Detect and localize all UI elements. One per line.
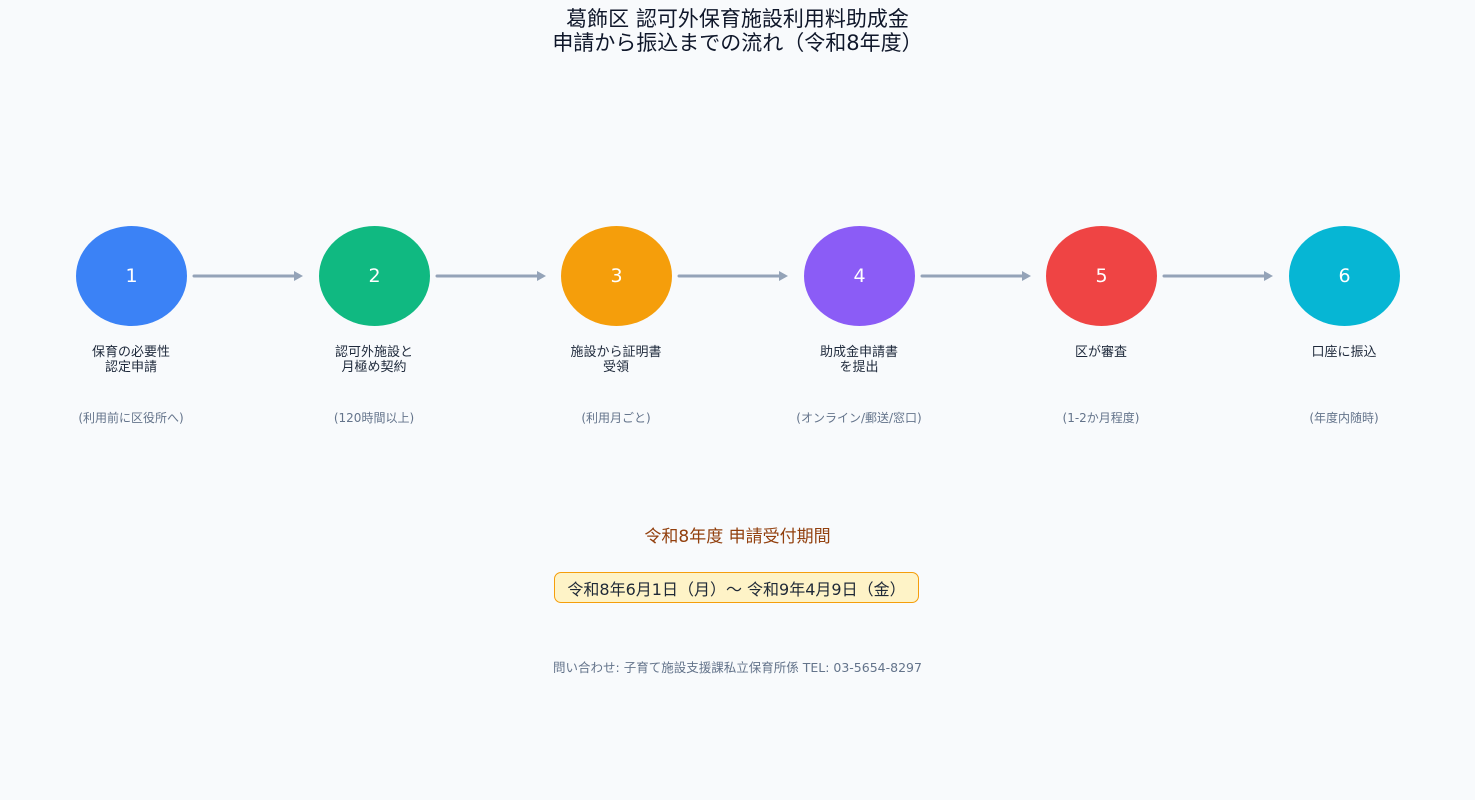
step-3-number: 3 — [610, 265, 623, 287]
step-4-number: 4 — [853, 265, 866, 287]
step-4-label-line1: 助成金申請書 — [819, 345, 898, 360]
step-6-circle: 6 — [1289, 226, 1400, 326]
step-1-label: 保育の必要性認定申請 — [31, 345, 231, 375]
step-6-label-line1: 口座に振込 — [1311, 345, 1377, 360]
step-5-circle: 5 — [1046, 226, 1157, 326]
step-6-number: 6 — [1338, 265, 1351, 287]
step-1-circle: 1 — [76, 226, 187, 326]
arrow-5-to-6 — [1162, 271, 1273, 281]
arrow-4-to-5 — [920, 271, 1031, 281]
step-1-number: 1 — [125, 265, 138, 287]
contact-info: 問い合わせ: 子育て施設支援課私立保育所係 TEL: 03-5654-8297 — [553, 660, 922, 675]
diagram-title-line2: 申請から振込までの流れ（令和8年度） — [552, 31, 923, 55]
step-5-note: (1-2か月程度) — [1062, 411, 1140, 425]
step-4-label: 助成金申請書を提出 — [759, 345, 959, 375]
step-2-number: 2 — [368, 265, 381, 287]
period-range-box: 令和8年6月1日（月）〜 令和9年4月9日（金） — [554, 572, 919, 603]
step-5-label-line1: 区が審査 — [1074, 345, 1127, 360]
step-3-label-line2: 受領 — [602, 360, 629, 375]
step-4-note: (オンライン/郵送/窓口) — [796, 411, 922, 425]
step-1-label-line2: 認定申請 — [104, 360, 157, 375]
step-3-note: (利用月ごと) — [581, 411, 651, 425]
step-6-note: (年度内随時) — [1309, 411, 1379, 425]
step-2-note: (120時間以上) — [333, 411, 415, 425]
step-3-label: 施設から証明書受領 — [516, 345, 716, 375]
step-5-label: 区が審査 — [1001, 345, 1201, 360]
step-3-circle: 3 — [561, 226, 672, 326]
step-6-label: 口座に振込 — [1244, 345, 1444, 360]
arrow-3-to-4 — [677, 271, 788, 281]
period-range: 令和8年6月1日（月）〜 令和9年4月9日（金） — [567, 579, 906, 599]
step-3-label-line1: 施設から証明書 — [570, 345, 662, 360]
step-4-label-line2: を提出 — [839, 360, 879, 375]
step-5-number: 5 — [1095, 265, 1108, 287]
arrow-2-to-3 — [435, 271, 546, 281]
step-2-label-line1: 認可外施設と — [334, 345, 413, 360]
period-heading: 令和8年度 申請受付期間 — [644, 527, 831, 547]
step-4-circle: 4 — [804, 226, 915, 326]
step-1-note: (利用前に区役所へ) — [78, 411, 184, 425]
arrow-1-to-2 — [192, 271, 303, 281]
step-1-label-line1: 保育の必要性 — [91, 345, 170, 360]
step-2-label: 認可外施設と月極め契約 — [274, 345, 474, 375]
step-2-circle: 2 — [319, 226, 430, 326]
diagram-title-line1: 葛飾区 認可外保育施設利用料助成金 — [566, 7, 909, 31]
step-2-label-line2: 月極め契約 — [341, 360, 407, 375]
